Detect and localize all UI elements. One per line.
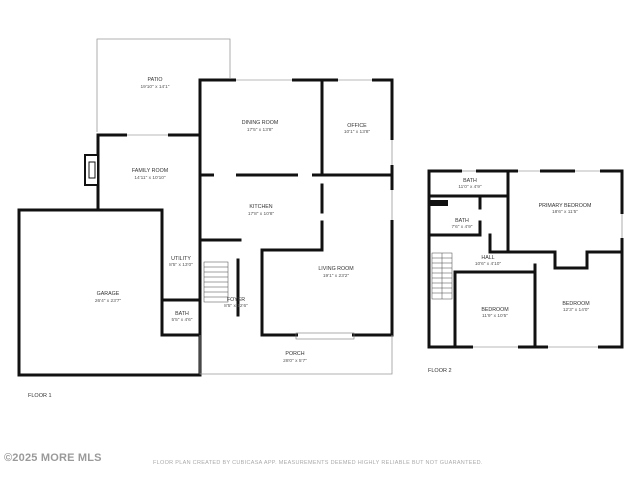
copyright-watermark: ©2025 MORE MLS [4, 452, 102, 464]
dining-room-dim: 17'5" x 13'8" [247, 127, 274, 133]
patio-name: PATIO [147, 77, 162, 83]
dining-room-name: DINING ROOM [242, 120, 279, 126]
foyer-name: FOYER [227, 297, 245, 303]
foyer-dim: 8'5" x 12'6" [224, 303, 248, 309]
floor-2-wall-block [430, 200, 448, 206]
family-room-name: FAMILY ROOM [132, 168, 168, 174]
floor-2-walls [427, 169, 624, 349]
kitchen-dim: 17'8" x 10'8" [248, 211, 275, 217]
floor-1-walls [17, 78, 394, 377]
bedroom-left-dim: 11'9" x 10'5" [482, 313, 508, 319]
patio-dim: 19'10" x 14'1" [141, 84, 170, 90]
floor-1-plan: PATIO 19'10" x 14'1" DINING ROOM 17'5" x… [17, 38, 394, 399]
hall-dim: 10'6" x 4'10" [475, 261, 502, 267]
fireplace [84, 154, 99, 186]
hall-name: HALL [481, 255, 494, 261]
garage-name: GARAGE [97, 291, 120, 297]
porch-name: PORCH [285, 351, 304, 357]
bath-left-name: BATH [455, 218, 469, 224]
floor-1-stairs [203, 261, 229, 303]
bedroom-left-name: BEDROOM [481, 307, 508, 313]
porch-dim: 28'0" x 5'7" [283, 358, 307, 364]
office-name: OFFICE [347, 123, 367, 129]
family-room-dim: 14'11" x 10'10" [134, 175, 166, 181]
floor-1-windows [127, 79, 393, 340]
bath-left-dim: 7'6" x 4'9" [452, 224, 473, 230]
bedroom-right-name: BEDROOM [562, 301, 589, 307]
patio-outline [96, 38, 231, 132]
floor-2-label: FLOOR 2 [428, 368, 452, 374]
bedroom-right-dim: 12'3" x 14'0" [563, 307, 590, 313]
bath-1-dim: 5'5" x 4'6" [172, 317, 193, 323]
kitchen-name: KITCHEN [249, 204, 272, 210]
bath-1-name: BATH [175, 311, 189, 317]
porch-outline [199, 335, 393, 375]
living-room-name: LIVING ROOM [318, 266, 353, 272]
office-dim: 10'1" x 13'8" [344, 129, 371, 135]
utility-dim: 8'5" x 13'0" [169, 262, 193, 268]
primary-bedroom-name: PRIMARY BEDROOM [539, 203, 592, 209]
floor-2-plan: BATH 11'0" x 4'9" PRIMARY BEDROOM 18'6" … [427, 169, 624, 374]
bath-top-name: BATH [463, 178, 477, 184]
disclaimer-text: FLOOR PLAN CREATED BY CUBICASA APP. MEAS… [153, 460, 483, 466]
living-room-dim: 19'1" x 23'2" [323, 273, 350, 279]
primary-bedroom-dim: 18'6" x 11'5" [552, 209, 578, 215]
garage-dim: 26'4" x 23'7" [95, 298, 122, 304]
utility-name: UTILITY [171, 256, 191, 262]
floor-2-windows [462, 170, 623, 348]
floor-1-label: FLOOR 1 [28, 393, 52, 399]
bath-top-dim: 11'0" x 4'9" [458, 184, 482, 190]
floor-2-stairs [431, 252, 453, 300]
